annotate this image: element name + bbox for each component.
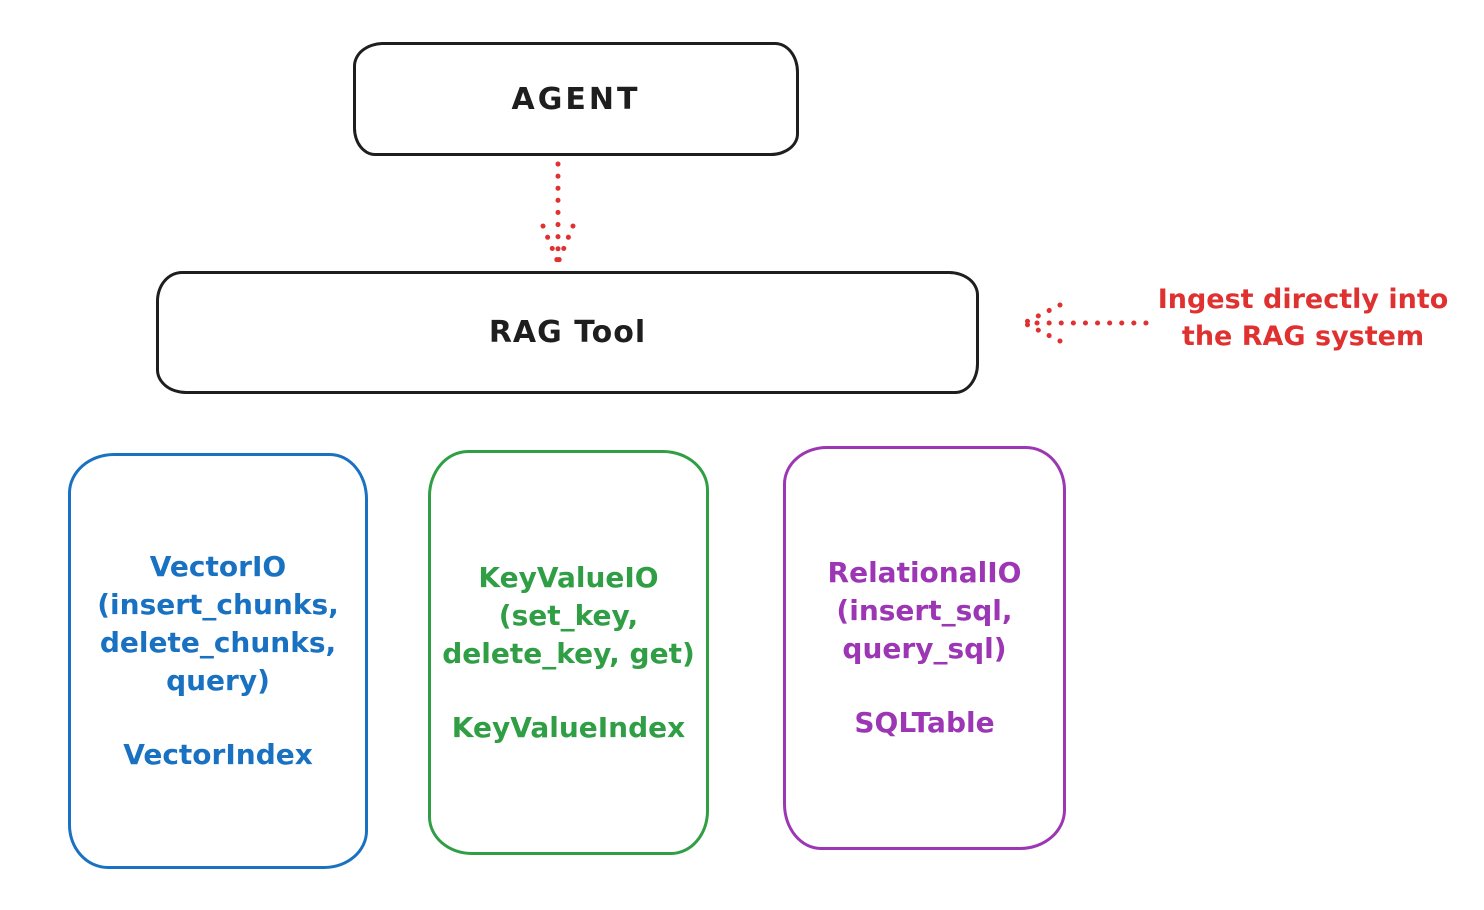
vector-io-line: delete_chunks, bbox=[99, 626, 337, 659]
agent-label: AGENT bbox=[511, 81, 641, 117]
agent-box: AGENT bbox=[353, 42, 799, 156]
vector-io-signature: VectorIO (insert_chunks, delete_chunks, … bbox=[97, 548, 339, 700]
vector-index-label: VectorIndex bbox=[123, 738, 313, 771]
key-value-io-signature: KeyValueIO (set_key, delete_key, get) bbox=[442, 559, 695, 673]
vector-io-line: query) bbox=[166, 664, 270, 697]
relational-io-box: RelationalIO (insert_sql, query_sql) SQL… bbox=[783, 446, 1066, 850]
vector-io-line: (insert_chunks, bbox=[97, 588, 339, 621]
key-value-io-title: KeyValueIO bbox=[478, 560, 659, 594]
key-value-io-line: (set_key, bbox=[498, 598, 639, 632]
relational-io-line: (insert_sql, bbox=[836, 594, 1013, 627]
vector-io-box: VectorIO (insert_chunks, delete_chunks, … bbox=[68, 453, 368, 869]
dotted-arrow-down-icon bbox=[540, 161, 576, 263]
ingest-annotation: Ingest directly into the RAG system bbox=[1128, 281, 1478, 355]
ingest-annotation-line1: Ingest directly into bbox=[1157, 284, 1449, 315]
key-value-index-label: KeyValueIndex bbox=[451, 710, 686, 744]
ingest-annotation-line2: the RAG system bbox=[1181, 321, 1425, 352]
rag-tool-label: RAG Tool bbox=[488, 315, 647, 350]
relational-io-line: query_sql) bbox=[842, 632, 1007, 665]
sql-table-label: SQLTable bbox=[854, 706, 995, 739]
key-value-io-box: KeyValueIO (set_key, delete_key, get) Ke… bbox=[428, 450, 709, 855]
relational-io-title: RelationalIO bbox=[827, 556, 1022, 589]
relational-io-signature: RelationalIO (insert_sql, query_sql) bbox=[828, 554, 1022, 668]
vector-io-title: VectorIO bbox=[149, 550, 287, 583]
key-value-io-line: delete_key, get) bbox=[442, 636, 695, 670]
rag-tool-box: RAG Tool bbox=[156, 271, 979, 394]
dotted-arrow-left-icon bbox=[1023, 302, 1149, 344]
